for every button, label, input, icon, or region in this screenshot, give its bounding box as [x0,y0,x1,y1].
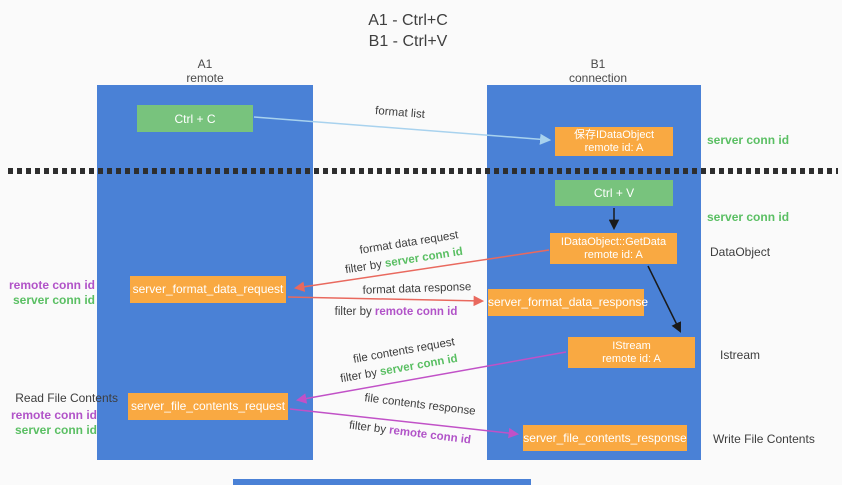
conn-id-group-1: remote conn id server conn id [0,278,95,308]
conn-id-group-2: remote conn id server conn id [0,408,97,438]
server-format-data-request-label: server_format_data_request [132,282,284,296]
istream-side-label: Istream [720,348,761,362]
lane-b1-name: B1 [590,57,606,71]
ctrl-v-box: Ctrl + V [555,180,673,206]
istream-line2: remote id: A [602,352,661,365]
write-file-contents-label: Write File Contents [713,432,815,446]
server-conn-id-top-label: server conn id [707,133,790,147]
remote-conn-id-label-2: remote conn id [10,408,97,422]
save-dataobject-line2: remote id: A [584,141,644,154]
diagram-title: A1 - Ctrl+C B1 - Ctrl+V [308,10,508,52]
bottom-blue-bar [233,479,531,485]
file-contents-response-arrow [289,408,520,439]
getdata-to-istream-arrow [647,265,682,333]
ctrl-c-label: Ctrl + C [174,111,216,126]
format-list-arrow [253,116,552,145]
lane-a1-role: remote [186,71,224,85]
read-file-contents-label: Read File Contents [15,391,118,405]
title-line-2: B1 - Ctrl+V [368,33,448,50]
server-conn-id-mid-label: server conn id [707,210,790,224]
format-data-request-arrow [293,249,550,292]
lane-a1-name: A1 [197,57,213,71]
ctrl-v-label: Ctrl + V [593,186,635,200]
file-contents-request-arrow [295,351,567,404]
dataobject-label: DataObject [710,245,771,259]
getdata-box: IDataObject::GetData remote id: A [550,233,677,264]
server-format-data-response-label: server_format_data_response [488,295,649,309]
remote-conn-id-label-1: remote conn id [8,278,95,292]
getdata-line2: remote id: A [584,248,643,261]
istream-line1: IStream [612,339,651,352]
save-dataobject-box: 保存IDataObject remote id: A [555,127,673,156]
filter-by-text: filter by [334,306,375,318]
istream-box: IStream remote id: A [568,337,695,368]
format-data-response-filter: filter by remote conn id [335,306,458,318]
lane-header-b1: B1 connection [538,57,658,85]
server-file-contents-response-label: server_file_contents_response [523,430,687,445]
server-format-data-response-box: server_format_data_response [488,289,649,316]
dotted-divider [8,168,838,174]
format-data-response-arrow [287,295,485,307]
server-conn-id-label-1: server conn id [12,293,95,307]
title-line-1: A1 - Ctrl+C [368,12,448,29]
lane-b1-role: connection [568,71,628,85]
server-file-contents-request-box: server_file_contents_request [128,393,288,420]
ctrl-c-box: Ctrl + C [137,105,253,132]
server-file-contents-request-label: server_file_contents_request [130,399,286,413]
server-format-data-request-box: server_format_data_request [130,276,286,303]
save-dataobject-line1: 保存IDataObject [573,128,655,141]
filter-key-remote-conn-id: remote conn id [374,306,458,318]
server-conn-id-label-2: server conn id [14,423,97,437]
getdata-line1: IDataObject::GetData [560,235,667,248]
server-file-contents-response-box: server_file_contents_response [523,425,687,451]
lane-header-a1: A1 remote [145,57,265,85]
